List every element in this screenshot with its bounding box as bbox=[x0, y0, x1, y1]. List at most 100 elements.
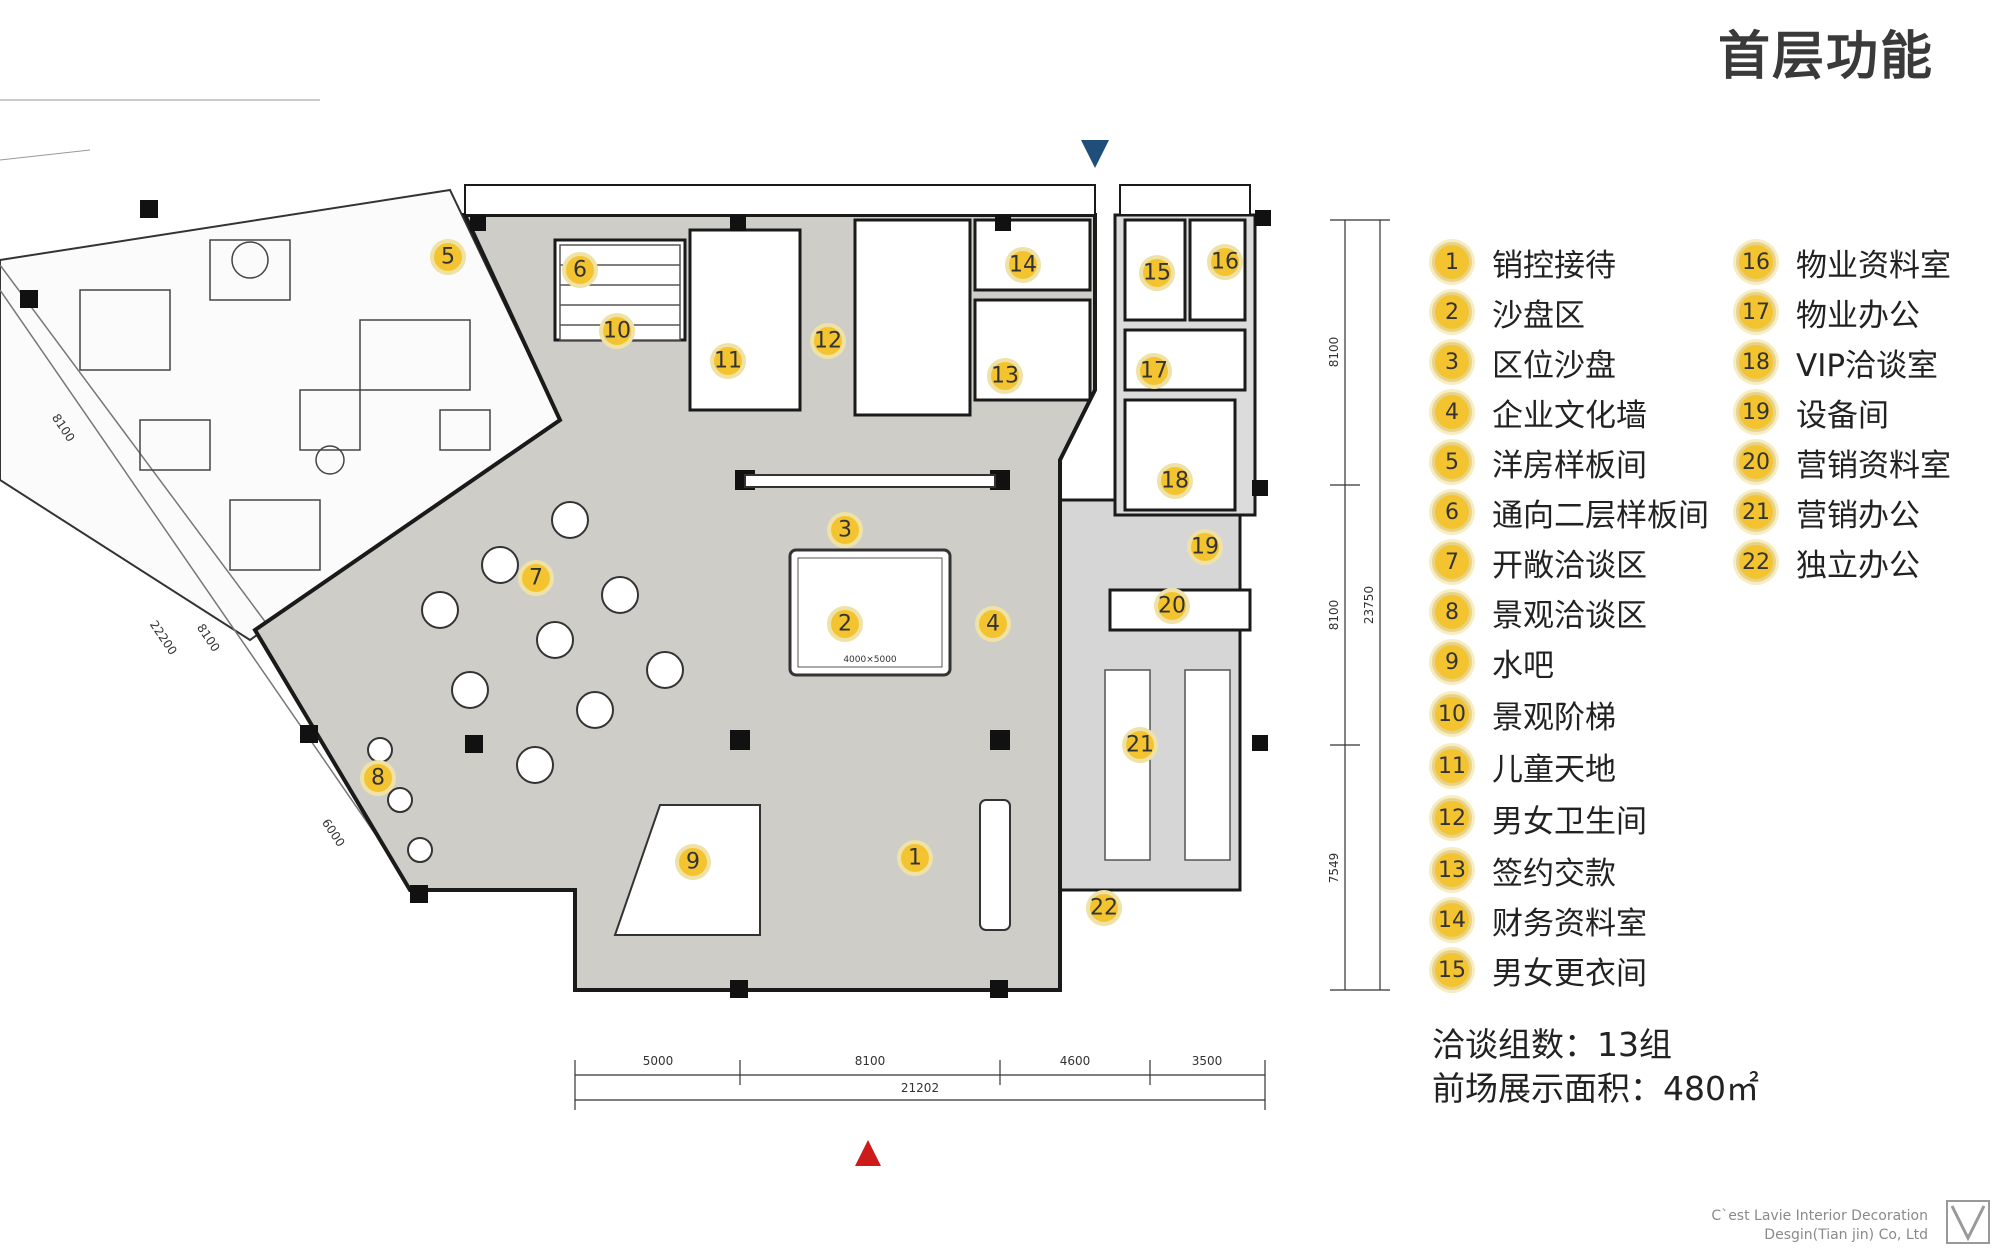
legend-label: 签约交款 bbox=[1492, 855, 1616, 892]
dimension-lines bbox=[574, 219, 1390, 1110]
page-title: 首层功能 bbox=[1718, 27, 1935, 87]
legend-number-badge: 11 bbox=[1432, 746, 1472, 786]
legend-number-badge: 14 bbox=[1432, 900, 1472, 940]
plan-badge-number: 22 bbox=[1090, 896, 1118, 921]
legend-label: 开敞洽谈区 bbox=[1492, 547, 1647, 584]
legend-number-badge: 20 bbox=[1736, 442, 1776, 482]
legend-label: 区位沙盘 bbox=[1492, 347, 1616, 384]
north-marker bbox=[1081, 140, 1109, 168]
legend-label: 儿童天地 bbox=[1492, 751, 1616, 788]
company-logo bbox=[1946, 1200, 1990, 1244]
dim-bottom-total: 21202 bbox=[901, 1081, 939, 1095]
entry-marker bbox=[855, 1140, 881, 1166]
legend-item: 13 签约交款 bbox=[1432, 848, 1616, 892]
plan-badge: 8 bbox=[360, 760, 396, 796]
floor-plan: 4000×5000 bbox=[0, 99, 1390, 1166]
plan-badge-number: 9 bbox=[686, 850, 700, 875]
plan-badge-number: 1 bbox=[908, 846, 922, 871]
stat-groups: 洽谈组数：13组 bbox=[1432, 1025, 1672, 1064]
legend-label: 财务资料室 bbox=[1492, 905, 1647, 942]
plan-badge-number: 4 bbox=[986, 612, 1000, 637]
dim-bottom-3: 4600 bbox=[1060, 1054, 1091, 1068]
location-sandtable bbox=[744, 474, 996, 488]
dim-bottom-4: 3500 bbox=[1192, 1054, 1223, 1068]
legend-label: 洋房样板间 bbox=[1492, 447, 1647, 484]
columns bbox=[20, 200, 1271, 998]
legend-item: 4 企业文化墙 bbox=[1432, 390, 1647, 434]
plan-badge-number: 11 bbox=[714, 349, 742, 374]
legend-label: 企业文化墙 bbox=[1492, 397, 1647, 434]
legend-number-badge: 12 bbox=[1432, 798, 1472, 838]
plan-badge: 11 bbox=[710, 343, 746, 379]
plan-badge-number: 8 bbox=[371, 766, 385, 791]
plan-badge-number: 12 bbox=[814, 329, 842, 354]
plan-badge-number: 17 bbox=[1140, 359, 1168, 384]
dim-right-total: 23750 bbox=[1362, 586, 1376, 624]
plan-badge: 15 bbox=[1139, 255, 1175, 291]
plan-badge: 13 bbox=[987, 358, 1023, 394]
plan-badge: 10 bbox=[599, 313, 635, 349]
legend-number-badge: 4 bbox=[1432, 392, 1472, 432]
plan-badge-number: 21 bbox=[1126, 733, 1154, 758]
legend-item: 12 男女卫生间 bbox=[1432, 796, 1647, 840]
legend-number-badge: 16 bbox=[1736, 242, 1776, 282]
legend-label: 独立办公 bbox=[1796, 547, 1920, 584]
legend-label: 沙盘区 bbox=[1492, 297, 1585, 334]
plan-badge: 5 bbox=[430, 239, 466, 275]
legend-number-badge: 1 bbox=[1432, 242, 1472, 282]
plan-badge-number: 3 bbox=[838, 518, 852, 543]
dim-right-1: 8100 bbox=[1327, 337, 1341, 368]
dim-bottom-1: 5000 bbox=[643, 1054, 674, 1068]
plan-badge: 20 bbox=[1154, 588, 1190, 624]
legend-number-badge: 3 bbox=[1432, 342, 1472, 382]
credit-line-1: C`est Lavie Interior Decoration bbox=[1711, 1208, 1928, 1224]
legend-item: 3 区位沙盘 bbox=[1432, 340, 1616, 384]
plan-badge-number: 15 bbox=[1143, 261, 1171, 286]
plan-badge-number: 14 bbox=[1009, 253, 1037, 278]
legend-label: VIP洽谈室 bbox=[1796, 347, 1939, 384]
plan-badge-number: 2 bbox=[838, 612, 852, 637]
legend-number-badge: 9 bbox=[1432, 642, 1472, 682]
plan-badge-number: 7 bbox=[529, 566, 543, 591]
legend-label: 景观阶梯 bbox=[1492, 699, 1616, 736]
plan-badge: 19 bbox=[1187, 529, 1223, 565]
legend-number-badge: 17 bbox=[1736, 292, 1776, 332]
window-band bbox=[464, 184, 1096, 216]
talk-tables bbox=[367, 501, 684, 863]
plan-badge: 1 bbox=[897, 840, 933, 876]
plan-badge: 21 bbox=[1122, 727, 1158, 763]
legend-number-badge: 15 bbox=[1432, 950, 1472, 990]
legend-label: 营销资料室 bbox=[1796, 447, 1951, 484]
sand-table-size: 4000×5000 bbox=[843, 655, 897, 665]
legend-number-badge: 5 bbox=[1432, 442, 1472, 482]
plan-badge: 17 bbox=[1136, 353, 1172, 389]
office-desks bbox=[1104, 669, 1231, 861]
plan-badge-number: 18 bbox=[1161, 469, 1189, 494]
legend-label: 物业资料室 bbox=[1796, 247, 1951, 284]
legend-item: 15 男女更衣间 bbox=[1432, 948, 1647, 992]
legend-number-badge: 13 bbox=[1432, 850, 1472, 890]
plan-badge: 4 bbox=[975, 606, 1011, 642]
legend-number-badge: 8 bbox=[1432, 592, 1472, 632]
plan-badge-number: 20 bbox=[1158, 594, 1186, 619]
legend-label: 男女更衣间 bbox=[1492, 955, 1647, 992]
plan-badge: 12 bbox=[810, 323, 846, 359]
legend-item: 16 物业资料室 bbox=[1736, 240, 1951, 284]
legend-item: 20 营销资料室 bbox=[1736, 440, 1951, 484]
legend-label: 男女卫生间 bbox=[1492, 803, 1647, 840]
legend-label: 通向二层样板间 bbox=[1492, 497, 1709, 534]
plan-badge: 6 bbox=[562, 252, 598, 288]
dim-left-3: 6000 bbox=[319, 816, 348, 849]
dim-left-total: 22200 bbox=[147, 618, 180, 657]
credit-line-2: Desgin(Tian jin) Co, Ltd bbox=[1764, 1227, 1928, 1243]
plan-badge-number: 5 bbox=[441, 245, 455, 270]
